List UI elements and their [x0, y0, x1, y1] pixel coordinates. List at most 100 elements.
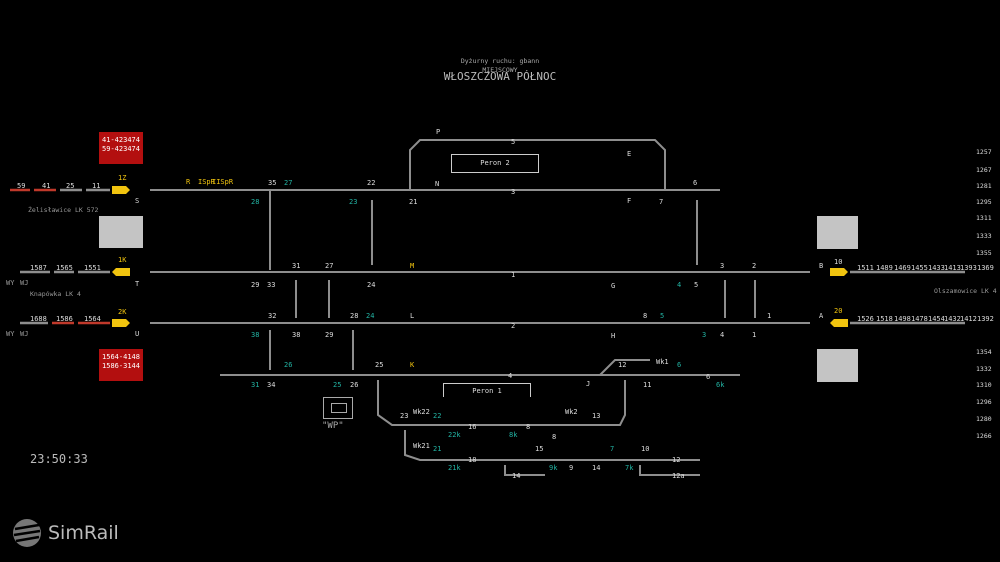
switch-number[interactable]: 9k: [549, 464, 558, 472]
switch-number[interactable]: 12: [672, 456, 681, 464]
signal-label[interactable]: B: [819, 262, 824, 270]
switch-number[interactable]: 15: [535, 445, 544, 453]
switch-number[interactable]: 21k: [448, 464, 461, 472]
train-number: 1586-3144: [102, 362, 140, 370]
switch-number[interactable]: 24: [366, 312, 375, 320]
switch-number[interactable]: 14: [512, 472, 521, 480]
switch-number[interactable]: 23: [349, 198, 358, 206]
switch-number[interactable]: 10: [641, 445, 650, 453]
wp-terminal-icon[interactable]: [323, 397, 353, 419]
signal-label[interactable]: U: [135, 330, 140, 338]
switch-number[interactable]: 8: [643, 312, 648, 320]
switch-number[interactable]: 11: [643, 381, 652, 389]
switch-number[interactable]: 7: [610, 445, 615, 453]
switch-number[interactable]: 33: [267, 281, 276, 289]
switch-number[interactable]: 26: [350, 381, 359, 389]
switch-number[interactable]: 4: [677, 281, 682, 289]
switch-number[interactable]: 13: [592, 412, 601, 420]
block-number: 1392: [977, 315, 994, 323]
signal-label[interactable]: T: [135, 280, 140, 288]
switch-number[interactable]: 16: [468, 423, 477, 431]
switch-number[interactable]: 27: [325, 262, 334, 270]
signal-label[interactable]: ISpR: [198, 178, 215, 186]
switch-number[interactable]: 9: [569, 464, 574, 472]
switch-number[interactable]: 28: [251, 198, 260, 206]
switch-number[interactable]: 25: [333, 381, 342, 389]
signal-label[interactable]: 10: [834, 258, 843, 266]
switch-number[interactable]: 22: [367, 179, 376, 187]
switch-number[interactable]: 31: [292, 262, 301, 270]
signal-label[interactable]: M: [410, 262, 415, 270]
switch-number[interactable]: 1: [752, 331, 757, 339]
signal-label[interactable]: 1K: [118, 256, 127, 264]
signal-label[interactable]: H: [611, 332, 616, 340]
signal-label[interactable]: 2K: [118, 308, 127, 316]
train-box-top[interactable]: 41-423474 59-423474: [99, 132, 143, 164]
signal-label[interactable]: S: [135, 197, 140, 205]
signal-label[interactable]: Wk21: [413, 442, 430, 450]
switch-number[interactable]: 6: [677, 361, 682, 369]
block-indicator[interactable]: [99, 216, 143, 248]
train-box-bottom[interactable]: 1564-4148 1586-3144: [99, 349, 143, 381]
switch-number[interactable]: 8k: [509, 431, 518, 439]
switch-number[interactable]: 35: [268, 179, 277, 187]
switch-number[interactable]: 1: [767, 312, 772, 320]
signal-label[interactable]: 20: [834, 307, 843, 315]
switch-number[interactable]: 22k: [448, 431, 461, 439]
switch-number[interactable]: 12: [618, 361, 627, 369]
switch-number[interactable]: 3: [702, 331, 707, 339]
signal-label[interactable]: L: [410, 312, 415, 320]
switch-number[interactable]: 4: [720, 331, 725, 339]
signal-label[interactable]: A: [819, 312, 824, 320]
switch-number[interactable]: 28: [350, 312, 359, 320]
switch-number[interactable]: 6: [693, 179, 698, 187]
block-number: 1586: [56, 315, 73, 323]
switch-number[interactable]: 21: [409, 198, 418, 206]
switch-number[interactable]: 38: [251, 331, 260, 339]
switch-number[interactable]: 2: [752, 262, 757, 270]
switch-number[interactable]: 8: [552, 433, 557, 441]
switch-number[interactable]: 34: [267, 381, 276, 389]
switch-number[interactable]: 22: [433, 412, 442, 420]
signal-label[interactable]: R: [186, 178, 191, 186]
block-number: 1526: [857, 315, 874, 323]
signal-label[interactable]: IISpR: [212, 178, 234, 186]
switch-number[interactable]: 5: [660, 312, 665, 320]
switch-number[interactable]: 3: [720, 262, 725, 270]
signal-label[interactable]: F: [627, 197, 632, 205]
signal-label[interactable]: P: [436, 128, 441, 136]
switch-number[interactable]: 7: [659, 198, 664, 206]
signal-label[interactable]: Wk1: [656, 358, 669, 366]
signal-label[interactable]: 1Z: [118, 174, 127, 182]
switch-number[interactable]: 32: [268, 312, 277, 320]
switch-number[interactable]: 6k: [716, 381, 725, 389]
switch-number[interactable]: 18: [468, 456, 477, 464]
block-indicator[interactable]: [817, 349, 858, 382]
switch-number[interactable]: 29: [325, 331, 334, 339]
switch-number[interactable]: 7k: [625, 464, 634, 472]
signal-label[interactable]: Wk22: [413, 408, 430, 416]
switch-number[interactable]: 29: [251, 281, 260, 289]
track-number: 5: [511, 138, 516, 146]
switch-number[interactable]: 14: [592, 464, 601, 472]
switch-number[interactable]: 25: [375, 361, 384, 369]
switch-number[interactable]: 8: [526, 423, 531, 431]
signal-label[interactable]: Wk2: [565, 408, 578, 416]
block-number: 1469: [894, 264, 911, 272]
switch-number[interactable]: 24: [367, 281, 376, 289]
switch-number[interactable]: 26: [284, 361, 293, 369]
switch-number[interactable]: 31: [251, 381, 260, 389]
switch-number[interactable]: 21: [433, 445, 442, 453]
switch-number[interactable]: 12a: [672, 472, 685, 480]
block-indicator[interactable]: [817, 216, 858, 249]
signal-label[interactable]: E: [627, 150, 632, 158]
signal-label[interactable]: K: [410, 361, 415, 369]
switch-number[interactable]: 5: [694, 281, 699, 289]
signal-label[interactable]: N: [435, 180, 440, 188]
switch-number[interactable]: 27: [284, 179, 293, 187]
switch-number[interactable]: 38: [292, 331, 301, 339]
switch-number[interactable]: 6: [706, 373, 711, 381]
signal-label[interactable]: J: [586, 380, 591, 388]
switch-number[interactable]: 23: [400, 412, 409, 420]
signal-label[interactable]: G: [611, 282, 616, 290]
